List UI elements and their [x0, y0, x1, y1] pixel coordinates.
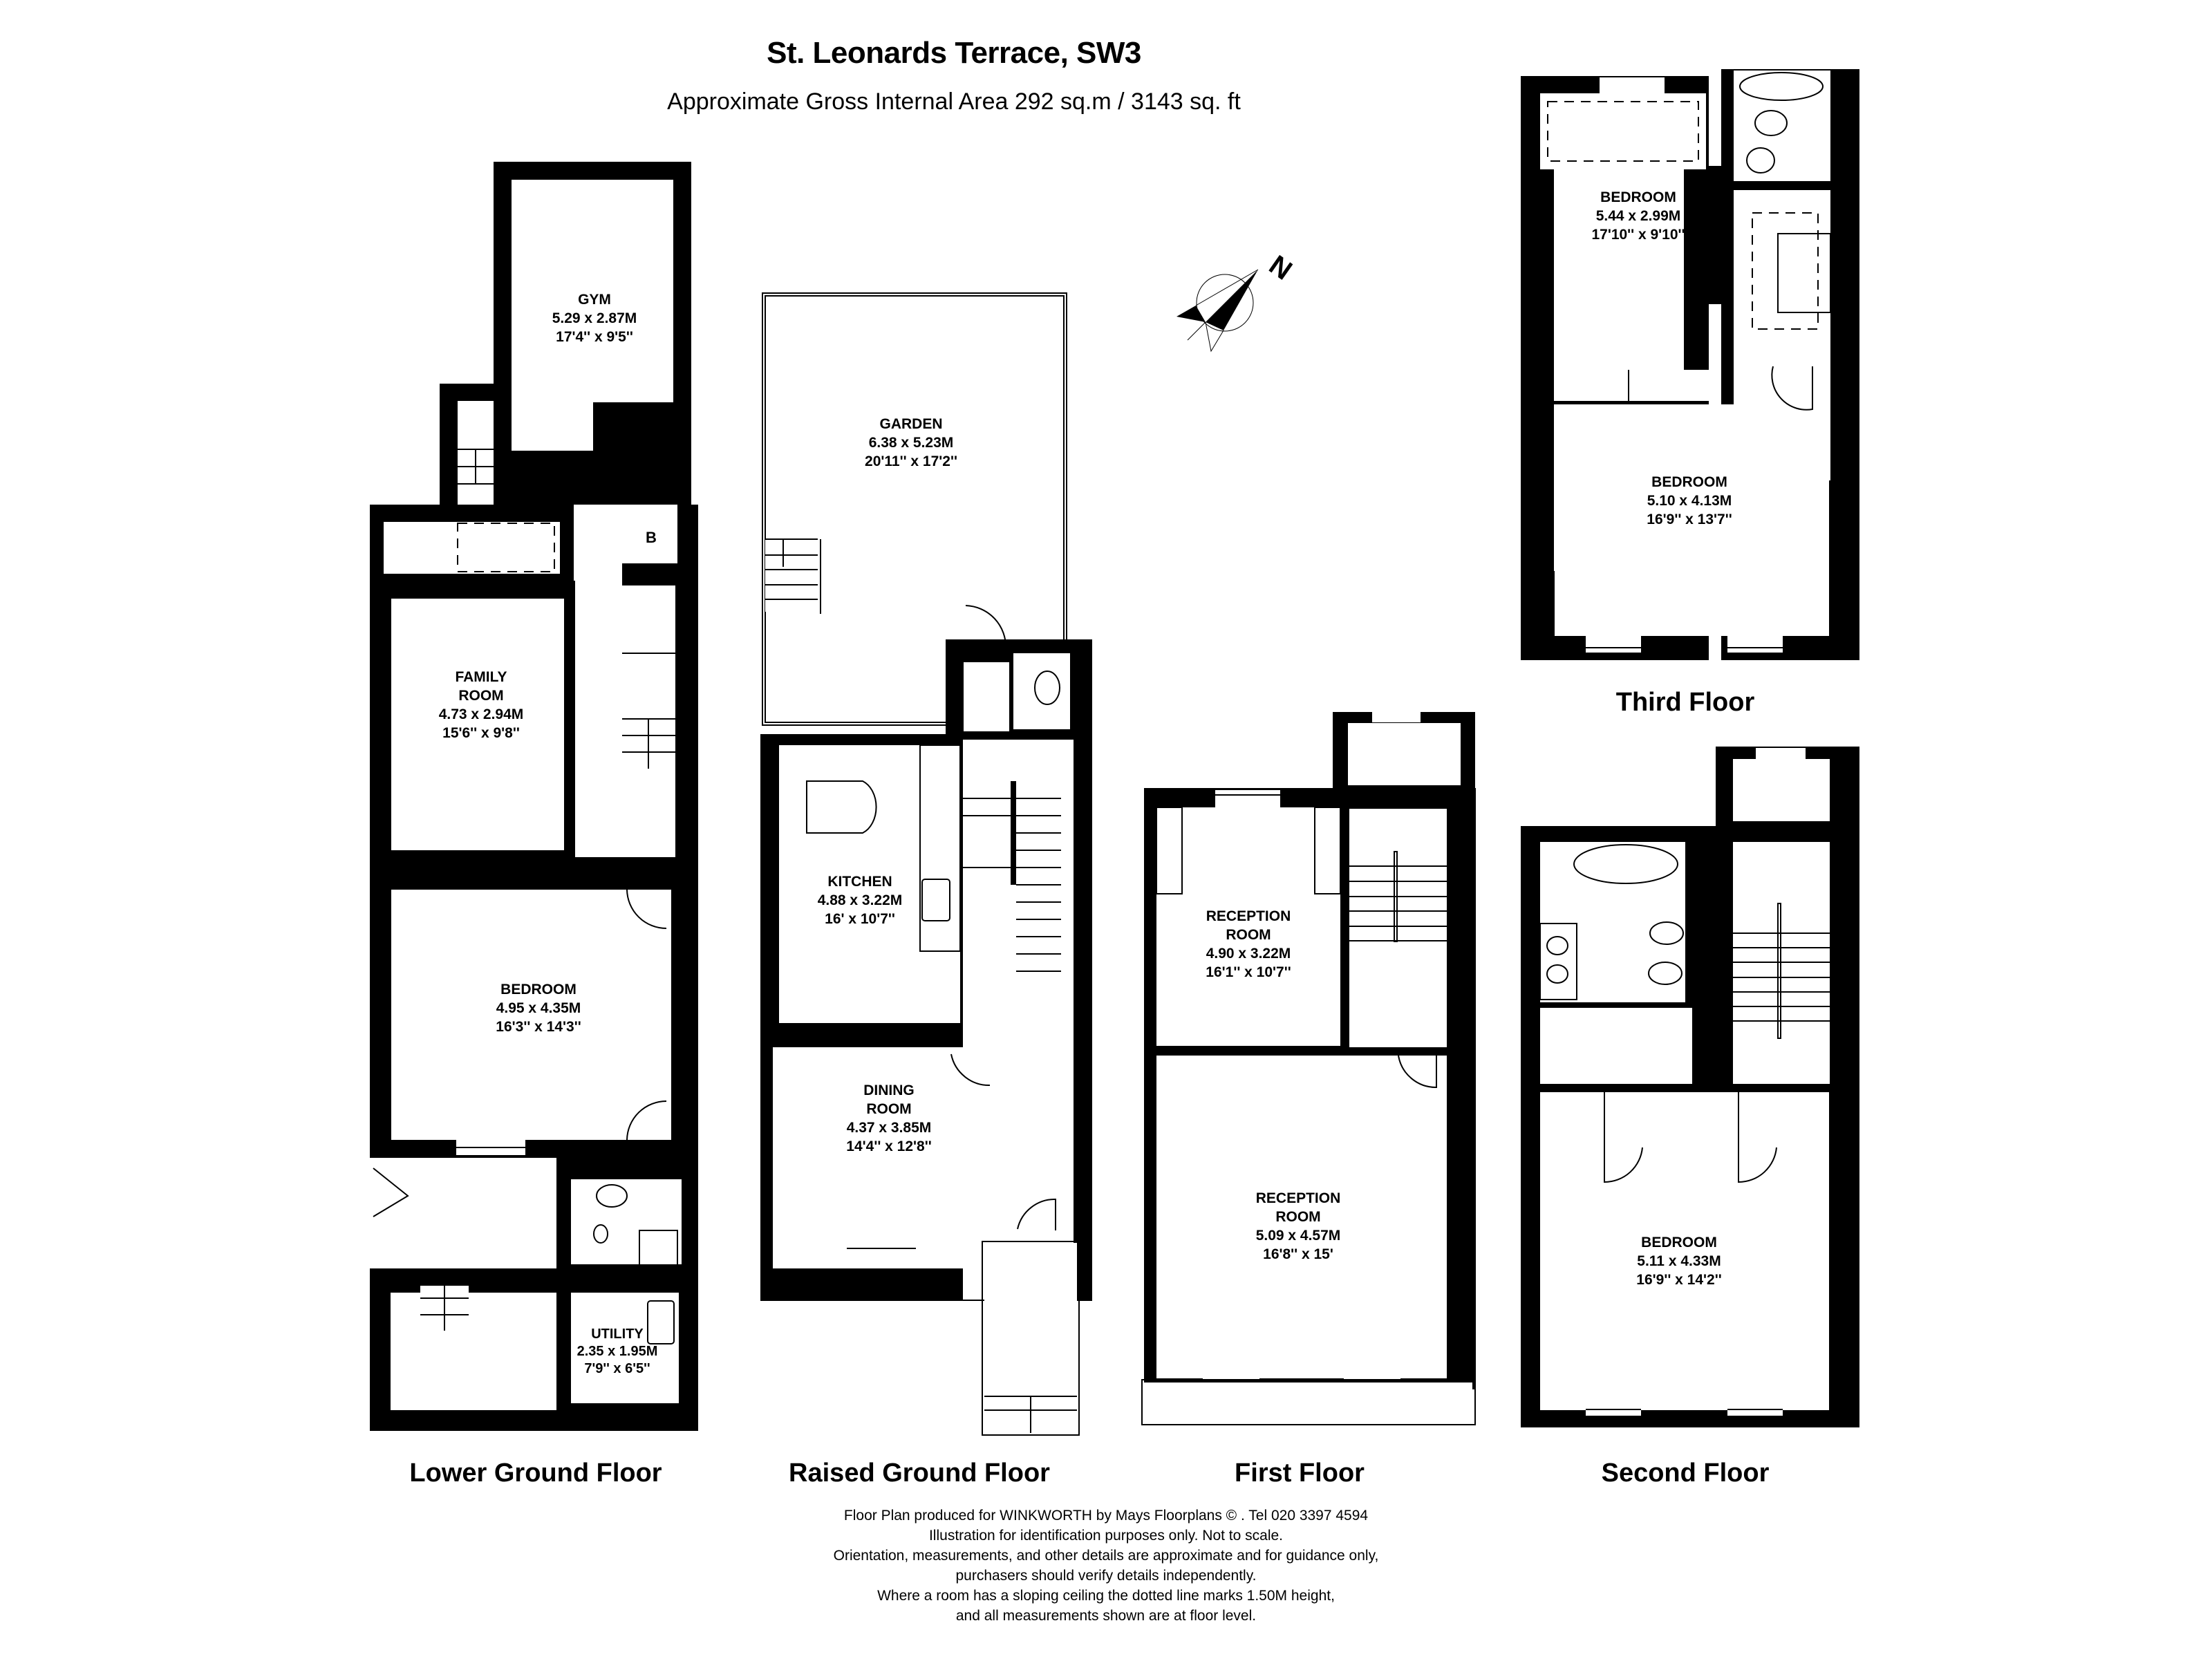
floor-label-lower-ground: Lower Ground Floor	[409, 1459, 662, 1488]
room-label-third-bedroom-rear: BEDROOM 5.44 x 2.99M 17'10'' x 9'10''	[1591, 189, 1685, 243]
second-floor-plan	[1521, 747, 1859, 1427]
floor-label-second: Second Floor	[1601, 1459, 1770, 1488]
disclaimer-line: Where a room has a sloping ceiling the d…	[877, 1588, 1335, 1604]
room-label-third-bedroom-front: BEDROOM 5.10 x 4.13M 16'9'' x 13'7''	[1647, 474, 1732, 527]
room-label-kitchen: KITCHEN 4.88 x 3.22M 16' x 10'7''	[817, 874, 903, 927]
disclaimer: Floor Plan produced for WINKWORTH by May…	[691, 1506, 1521, 1626]
raised-ground-floor-plan	[760, 292, 1092, 1436]
disclaimer-line: purchasers should verify details indepen…	[955, 1568, 1257, 1584]
room-label-boiler: B	[646, 529, 657, 546]
disclaimer-line: Floor Plan produced for WINKWORTH by May…	[843, 1508, 1369, 1524]
room-label-garden: GARDEN 6.38 x 5.23M 20'11'' x 17'2''	[865, 416, 957, 469]
disclaimer-line: Orientation, measurements, and other det…	[833, 1548, 1379, 1564]
room-label-second-bedroom: BEDROOM 5.11 x 4.33M 16'9'' x 14'2''	[1636, 1235, 1722, 1288]
first-floor-plan	[1141, 712, 1476, 1425]
room-label-reception-front: RECEPTION ROOM 5.09 x 4.57M 16'8'' x 15'	[1255, 1190, 1341, 1262]
room-label-utility: UTILITY 2.35 x 1.95M 7'9'' x 6'5''	[577, 1327, 658, 1376]
disclaimer-line: Illustration for identification purposes…	[928, 1528, 1284, 1544]
floor-label-first: First Floor	[1235, 1459, 1365, 1488]
page-title: St. Leonards Terrace, SW3	[767, 36, 1141, 70]
floor-label-raised-ground: Raised Ground Floor	[789, 1459, 1050, 1488]
room-label-family-room: FAMILY ROOM 4.73 x 2.94M 15'6'' x 9'8''	[438, 669, 524, 741]
gross-internal-area: Approximate Gross Internal Area 292 sq.m…	[667, 88, 1241, 115]
compass-north-letter: N	[1264, 250, 1297, 286]
disclaimer-line: and all measurements shown are at floor …	[955, 1608, 1257, 1624]
north-arrow-icon: N	[1177, 250, 1297, 353]
lower-ground-floor-plan	[370, 162, 698, 1431]
room-label-gym: GYM 5.29 x 2.87M 17'4'' x 9'5''	[552, 292, 637, 345]
room-label-lower-bedroom: BEDROOM 4.95 x 4.35M 16'3'' x 14'3''	[496, 982, 581, 1035]
floor-label-third: Third Floor	[1615, 688, 1755, 717]
room-label-dining-room: DINING ROOM 4.37 x 3.85M 14'4'' x 12'8''	[846, 1082, 932, 1154]
room-label-reception-rear: RECEPTION ROOM 4.90 x 3.22M 16'1'' x 10'…	[1206, 908, 1291, 980]
third-floor-plan	[1521, 69, 1859, 660]
